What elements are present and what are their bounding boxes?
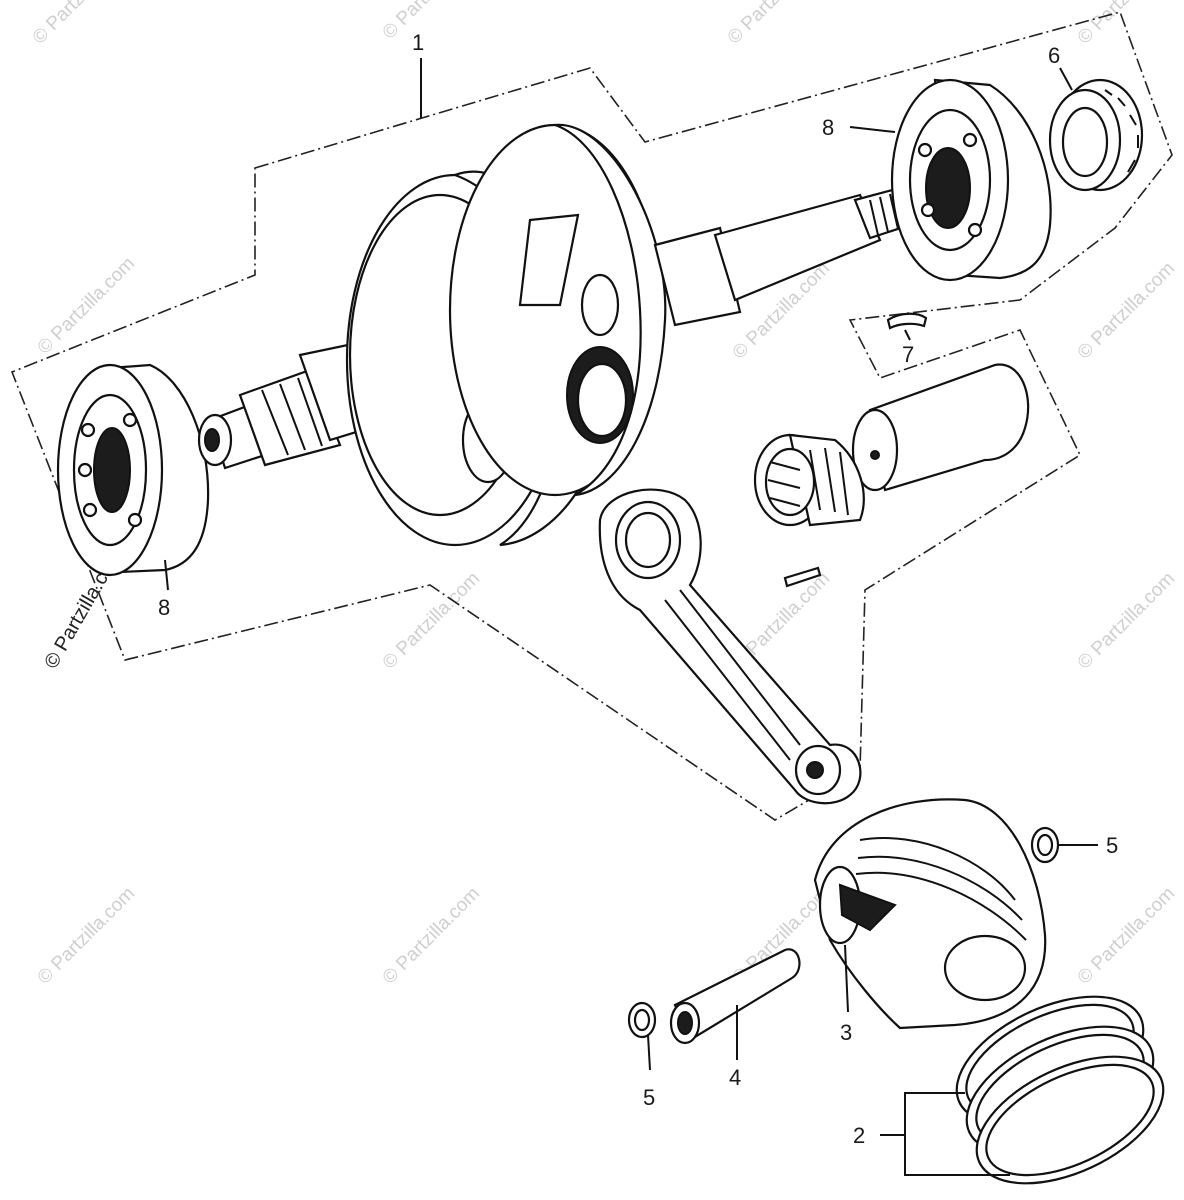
piston-pin-clip-left [627,1001,657,1039]
callout-7: 7 [902,342,914,367]
woodruff-key [886,312,928,330]
left-bearing [56,363,210,577]
watermark: © Partzilla.com [1074,0,1179,49]
right-bearing [890,78,1052,282]
piston [813,798,1047,1030]
callout-4: 4 [729,1065,741,1090]
crank-pin [851,363,1030,492]
watermark: © Partzilla.com [1074,258,1179,363]
watermark: © Partzilla.com [1074,568,1179,673]
watermark: © Partzilla.com [34,883,139,988]
callout-5-right: 5 [1106,833,1118,858]
leader-line-5-left [647,1034,651,1071]
leader-line-8-right [849,126,896,133]
crankshaft [197,123,912,547]
callout-8-right: 8 [822,115,834,140]
crankshaft-assembly-boundary [10,11,1173,821]
callout-3: 3 [840,1020,852,1045]
oil-seal [1048,78,1144,192]
leader-line-6 [1059,67,1073,91]
callout-5-left: 5 [643,1085,655,1110]
piston-pin [669,948,801,1045]
connecting-rod [598,488,862,805]
callout-2: 2 [853,1123,865,1148]
watermark: © Partzilla.com [724,0,829,49]
watermark: © Partzilla.com [379,0,484,44]
needle-bearing [753,433,865,527]
leader-line-8-left [164,559,169,591]
callout-8-left: 8 [158,595,170,620]
watermark: © Partzilla.com [29,0,134,49]
callout-1: 1 [412,30,424,55]
leader-line-3 [844,944,849,1013]
leader-line-7 [904,329,911,341]
callout-6: 6 [1048,43,1060,68]
piston-ring-set [955,995,1165,1185]
watermark: © Partzilla.com [379,568,484,673]
watermark: © Partzilla.com [379,883,484,988]
small-pin [783,566,822,588]
piston-pin-clip-right [1030,826,1060,864]
watermark: © Partzilla.com [1074,883,1179,988]
